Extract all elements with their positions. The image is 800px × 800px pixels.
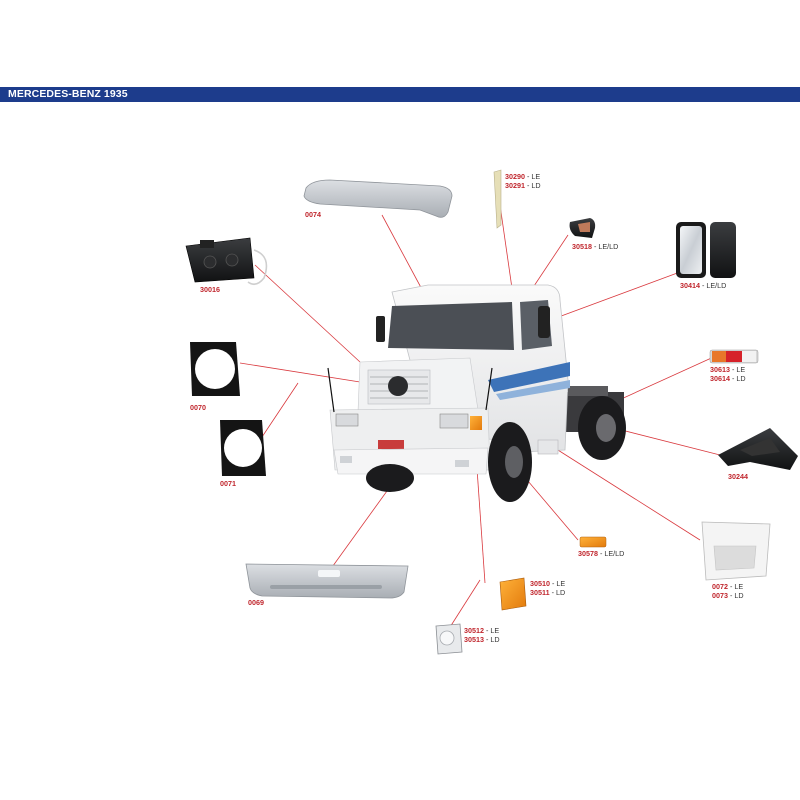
part-label-0070: 0070	[190, 403, 206, 412]
expansion-tank-image	[185, 237, 268, 286]
part-label-30578: 30578 - LE/LD	[578, 549, 625, 558]
turn-signal-image	[499, 577, 527, 611]
part-label-30244: 30244	[728, 472, 748, 481]
headlamp-image	[435, 623, 463, 655]
air-deflector-image	[493, 169, 502, 229]
rear-tail-lamp-image	[709, 349, 759, 364]
part-label-30613: 30613 - LE	[710, 365, 746, 374]
part-label-0072: 0072 - LE	[712, 582, 744, 591]
truck-image	[327, 284, 626, 502]
part-label-30510: 30510 - LE	[530, 579, 566, 588]
part-label-30414: 30414 - LE/LD	[680, 281, 727, 290]
part-label-0073: 0073 - LD	[712, 591, 744, 600]
mudguard-bracket-image	[718, 428, 798, 470]
fan-shroud-small-image	[220, 420, 266, 476]
sun-visor-image	[303, 179, 453, 218]
part-label-0074: 0074	[305, 210, 321, 219]
fan-shroud-large-image	[190, 342, 240, 396]
step-housing-image	[701, 521, 771, 581]
rear-view-mirror-image	[676, 222, 736, 278]
front-bumper-image	[245, 563, 409, 599]
side-turn-signal-image	[579, 536, 607, 548]
side-marker-lamp-image	[569, 218, 596, 238]
part-label-30016: 30016	[200, 285, 220, 294]
part-label-30290: 30290 - LE	[505, 172, 541, 181]
part-label-30511: 30511 - LD	[530, 588, 566, 597]
part-label-30512: 30512 - LE	[464, 626, 500, 635]
part-label-30614: 30614 - LD	[710, 374, 746, 383]
header-title: MERCEDES-BENZ 1935	[8, 88, 128, 100]
header-bar: MERCEDES-BENZ 1935	[0, 87, 800, 102]
part-label-0071: 0071	[220, 479, 236, 488]
part-label-30518: 30518 - LE/LD	[572, 242, 619, 251]
part-label-0069: 0069	[248, 598, 264, 607]
part-label-30291: 30291 - LD	[505, 181, 541, 190]
part-label-30513: 30513 - LD	[464, 635, 500, 644]
